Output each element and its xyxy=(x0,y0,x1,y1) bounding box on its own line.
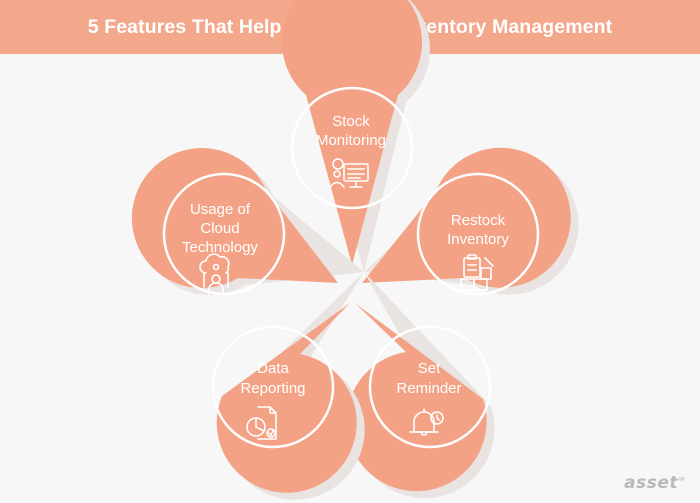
petal-shape xyxy=(131,148,338,289)
feature-label-line: Restock xyxy=(451,212,506,229)
feature-label-line: Stock xyxy=(332,113,370,130)
logo-wordmark: asset xyxy=(624,473,678,493)
feature-label-line: Set xyxy=(418,360,441,377)
petal-ring xyxy=(162,172,286,296)
petal-shape xyxy=(362,147,571,288)
petal-shape xyxy=(282,0,422,265)
feature-label-line: Inventory xyxy=(447,231,509,248)
feature-label-line: Monitoring xyxy=(316,132,386,149)
petal-ring xyxy=(290,86,414,210)
cloud-person-icon xyxy=(199,253,230,296)
feature-label-line: Technology xyxy=(182,239,258,256)
feature-label-line: Cloud xyxy=(200,220,239,237)
monitor-dashboard-icon xyxy=(329,158,369,188)
petal-ring xyxy=(416,172,540,296)
feature-label-line: Reminder xyxy=(396,380,461,397)
logo-mark: ∞ xyxy=(678,474,686,485)
feature-label-line: Usage of xyxy=(190,201,251,218)
petal-restock-inventory: Restock Inventory xyxy=(362,147,579,296)
feature-label-line: Data xyxy=(257,360,289,377)
petal-usage-of-cloud-technology: Usage of Cloud Technology xyxy=(131,148,364,296)
asset-logo: asset∞ xyxy=(624,473,686,493)
pie-chart-report-icon xyxy=(246,406,277,440)
petal-shape xyxy=(216,303,357,493)
petal-data-reporting: Data Reporting xyxy=(211,272,365,500)
clipboard-boxes-icon xyxy=(460,254,494,291)
petal-set-reminder: Set Reminder xyxy=(346,272,495,499)
feature-label-line: Reporting xyxy=(240,380,305,397)
bell-clock-icon xyxy=(409,408,444,436)
petal-ring xyxy=(211,325,335,449)
petal-stock-monitoring: Stock Monitoring xyxy=(282,0,430,272)
petal-ring xyxy=(368,325,492,449)
